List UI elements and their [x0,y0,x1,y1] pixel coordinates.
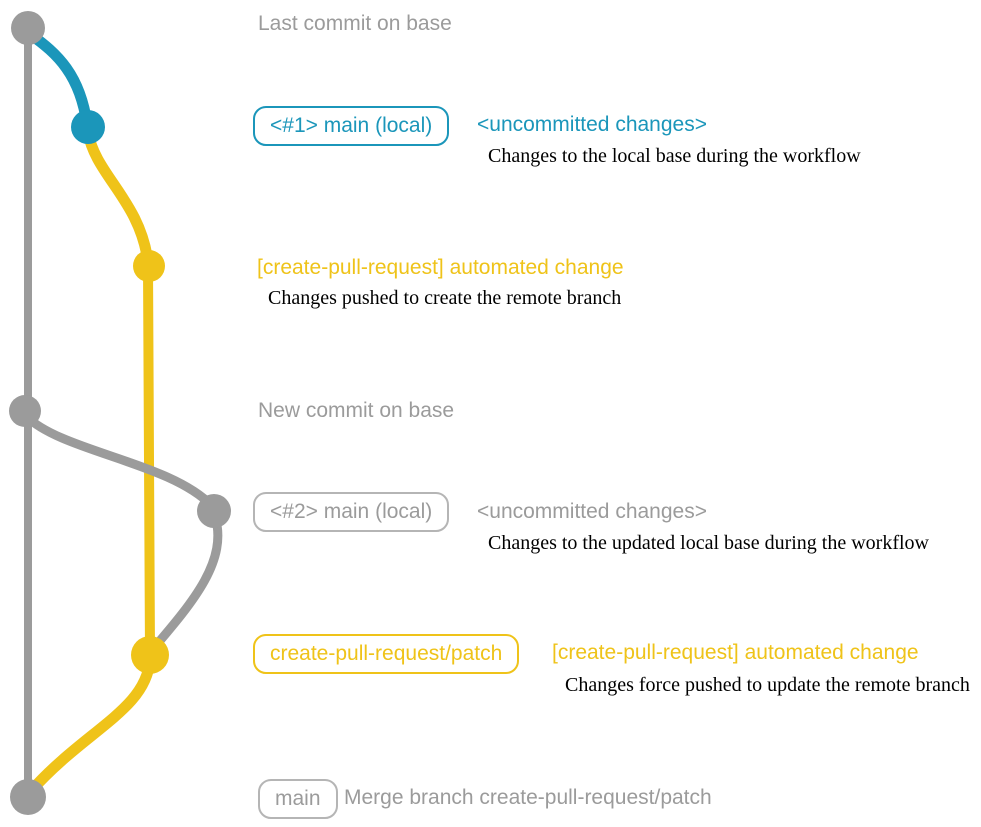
git-graph [9,11,231,815]
rebase-curve-out [21,411,217,511]
local-main-branch-curve [24,28,93,130]
rebase-curve-in [147,511,223,655]
note-automated-change-1: [create-pull-request] automated change [257,256,624,279]
commit-node-force-push [131,636,169,674]
badge-main-local-1-label: <#1> main (local) [253,106,450,146]
commit-node-local-main-2 [197,494,231,528]
commit-node-automated-change [133,250,165,282]
note-automated-change-2: [create-pull-request] automated change [552,641,919,664]
badge-create-pull-request-patch: create-pull-request/patch [253,634,520,674]
badge-main-label: main [258,779,338,819]
label-last-commit-on-base: Last commit on base [258,12,452,35]
label-new-commit-on-base: New commit on base [258,399,455,422]
desc-force-push-update-remote: Changes force pushed to update the remot… [565,674,970,696]
badge-main: main [258,779,338,819]
label-merge-branch: Merge branch create-pull-request/patch [344,786,712,809]
patch-branch-line [143,261,155,660]
commit-node-merge [10,779,46,815]
badge-create-pull-request-patch-label: create-pull-request/patch [253,634,520,674]
desc-updated-local-base-changes: Changes to the updated local base during… [488,532,929,554]
badge-main-local-1: <#1> main (local) [253,106,450,146]
desc-local-base-changes: Changes to the local base during the wor… [488,145,861,167]
note-uncommitted-changes-1: <uncommitted changes> [477,113,707,136]
commit-node-last-base [11,11,45,45]
desc-push-create-remote: Changes pushed to create the remote bran… [268,287,622,309]
badge-main-local-2-label: <#2> main (local) [253,492,450,532]
patch-branch-curve-upper [82,126,154,268]
commit-node-local-main-1 [71,110,105,144]
note-uncommitted-changes-2: <uncommitted changes> [477,500,707,523]
merge-curve [24,654,156,798]
commit-node-new-base [9,395,41,427]
badge-main-local-2: <#2> main (local) [253,492,450,532]
